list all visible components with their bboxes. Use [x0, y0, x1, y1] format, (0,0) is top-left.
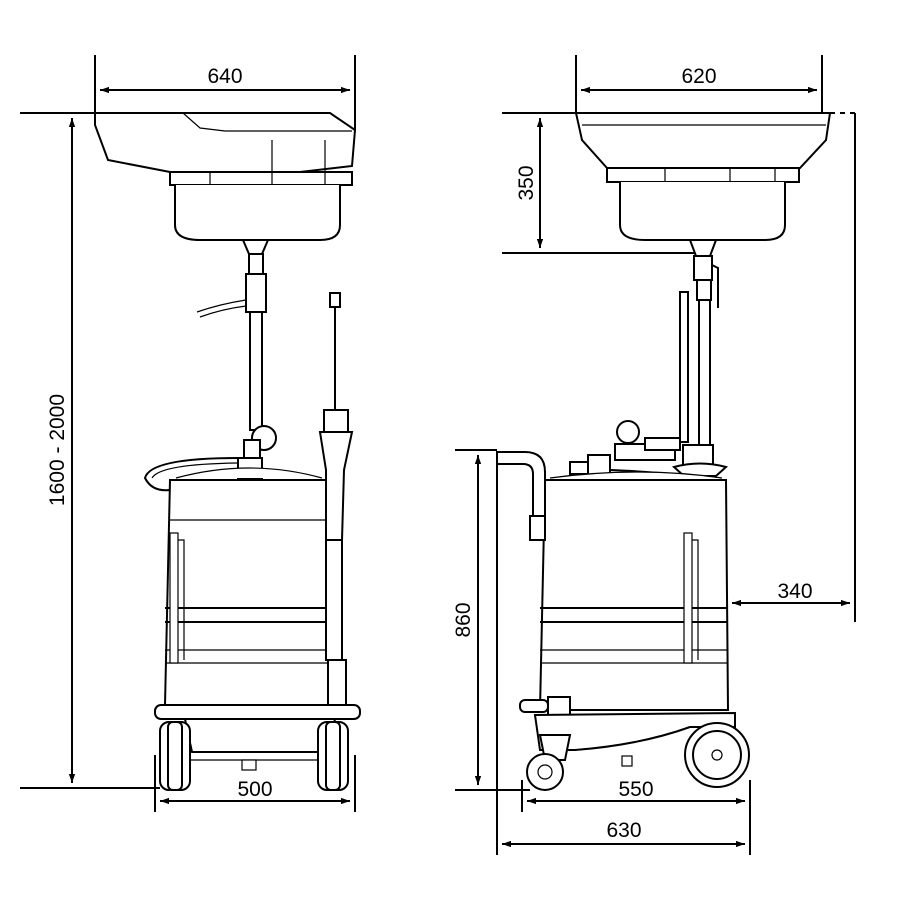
side-overall-depth-label: 630 — [606, 819, 641, 842]
side-handle — [496, 451, 546, 517]
front-tank — [163, 467, 334, 706]
front-width-base-label: 500 — [237, 778, 272, 801]
front-funnel — [94, 112, 357, 255]
side-drain-pipe — [671, 255, 729, 477]
front-drain-pipe — [196, 253, 277, 479]
side-offset-label: 340 — [777, 580, 812, 603]
side-funnel — [574, 112, 832, 257]
front-hose — [143, 457, 239, 492]
front-sight-tube — [318, 292, 354, 706]
front-view: 640 1600 - 2000 500 — [20, 55, 361, 812]
front-base — [154, 704, 361, 791]
side-view: 620 350 340 860 550 630 — [452, 55, 856, 855]
front-dimensions — [20, 55, 356, 812]
side-valve-assembly — [569, 420, 683, 478]
side-tank-height-label: 860 — [452, 602, 475, 637]
side-width-top-label: 620 — [681, 65, 716, 88]
side-wheelbase-label: 550 — [618, 778, 653, 801]
side-tank — [529, 471, 730, 711]
front-width-top-label: 640 — [207, 65, 242, 88]
front-height-label: 1600 - 2000 — [46, 394, 69, 506]
side-dimensions — [455, 55, 856, 855]
side-base — [519, 696, 750, 791]
side-funnel-depth-label: 350 — [515, 165, 538, 200]
